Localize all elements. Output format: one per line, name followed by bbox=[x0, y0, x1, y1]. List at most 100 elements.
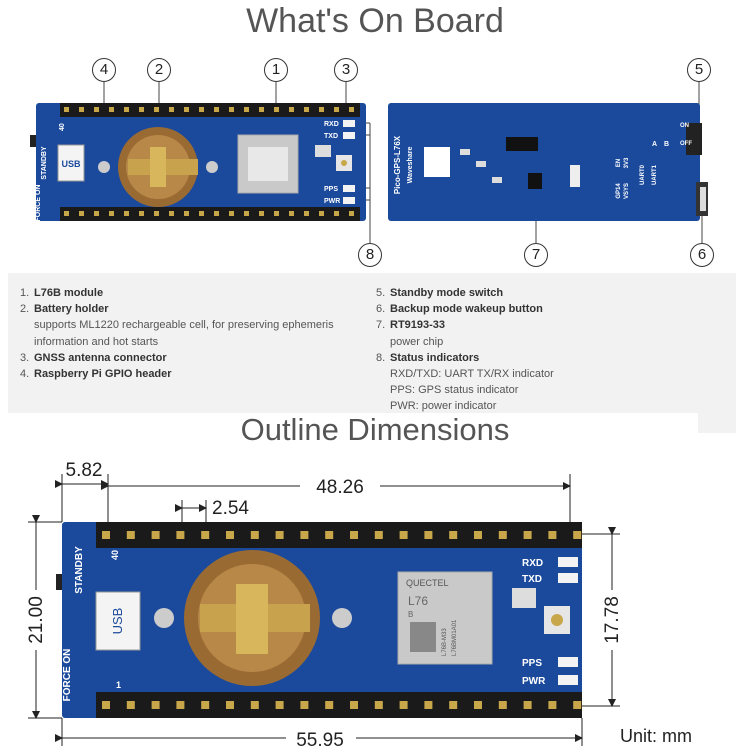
legend-item-label: Standby mode switch bbox=[390, 287, 504, 299]
legend-item-detail: supports ML1220 rechargeable cell, for p… bbox=[34, 319, 334, 332]
callout-6: 6 bbox=[690, 243, 714, 267]
header-pin bbox=[126, 701, 135, 709]
standby-silk-large: STANDBY bbox=[74, 546, 85, 594]
header-pin bbox=[300, 531, 309, 539]
header-pin bbox=[289, 211, 294, 216]
legend-item: 8.Status indicators bbox=[376, 350, 554, 366]
header-pin bbox=[350, 531, 358, 539]
header-pin bbox=[79, 211, 84, 216]
callout-3: 3 bbox=[334, 58, 358, 82]
header-pin bbox=[176, 531, 185, 539]
legend-left: 1. L76B module 2.Battery holder supports ML… bbox=[20, 285, 334, 382]
header-pin bbox=[229, 107, 234, 112]
pin40-silk-large: 40 bbox=[110, 550, 120, 560]
header-pin bbox=[474, 531, 482, 539]
legend-item-label: RT9193-33 bbox=[390, 319, 446, 332]
header-pin bbox=[201, 701, 210, 709]
header-pin bbox=[151, 701, 160, 709]
header-pin bbox=[325, 531, 334, 539]
board-name-silk: Pico-GPS-L76X bbox=[393, 135, 402, 194]
unit-label: Unit: mm bbox=[620, 726, 692, 746]
header-pin bbox=[573, 701, 582, 709]
header-pin bbox=[304, 211, 309, 216]
legend-item-number: 1. bbox=[20, 287, 30, 299]
legend-item-detail: information and hot starts bbox=[34, 335, 159, 348]
header-pin bbox=[350, 701, 358, 709]
header-pin bbox=[94, 211, 99, 216]
legend-item-label: Backup mode wakeup button bbox=[390, 303, 543, 316]
legend-item: 2.Battery holder bbox=[20, 301, 334, 317]
header-pin bbox=[349, 107, 354, 112]
header-pin bbox=[94, 107, 99, 112]
header-pin bbox=[424, 701, 433, 709]
header-pin bbox=[334, 211, 339, 216]
header-pin bbox=[126, 531, 135, 539]
header-pin bbox=[334, 107, 339, 112]
dim-48-26: 48.26 bbox=[316, 477, 364, 498]
legend-item: 1. L76B module bbox=[20, 285, 334, 301]
legend-item-label: L76B module bbox=[34, 287, 104, 299]
dim-21-00: 21.00 bbox=[26, 596, 47, 644]
callout-8: 8 bbox=[358, 243, 382, 267]
header-pin bbox=[102, 701, 110, 709]
header-pin bbox=[139, 107, 144, 112]
legend-item-detail: PWR: power indicator bbox=[390, 400, 497, 413]
module-brand: QUECTEL bbox=[406, 578, 449, 588]
callout-7: 7 bbox=[524, 243, 548, 267]
header-pin bbox=[523, 701, 532, 709]
header-pin bbox=[275, 701, 284, 709]
header-pin bbox=[259, 107, 264, 112]
legend-item: 3.GNSS antenna connector bbox=[20, 350, 334, 366]
pin40-silk: 40 bbox=[59, 123, 66, 131]
pin1-silk-large: 1 bbox=[116, 680, 121, 690]
vsys-silk: VSYS bbox=[624, 183, 630, 199]
header-pin bbox=[226, 701, 234, 709]
legend-item-number: 5. bbox=[376, 287, 386, 299]
header-pin bbox=[424, 531, 433, 539]
header-pin bbox=[64, 107, 69, 112]
header-pin bbox=[374, 531, 383, 539]
header-pin bbox=[573, 531, 582, 539]
header-pin bbox=[199, 211, 204, 216]
module-model: L76 bbox=[408, 594, 428, 608]
module-code1: L76B-M33 bbox=[442, 628, 448, 656]
header-pin bbox=[304, 107, 309, 112]
header-pin bbox=[548, 701, 557, 709]
header-pin bbox=[139, 211, 144, 216]
header-pin bbox=[374, 701, 383, 709]
header-pin bbox=[274, 107, 279, 112]
rxd-silk: RXD bbox=[324, 121, 339, 128]
header-pin bbox=[79, 107, 84, 112]
header-pin bbox=[325, 701, 334, 709]
header-pin bbox=[244, 107, 249, 112]
legend-item-label: Status indicators bbox=[390, 351, 480, 364]
header-pin bbox=[214, 211, 219, 216]
usb-label: USB bbox=[61, 159, 81, 169]
header-pin bbox=[176, 701, 185, 709]
header-pin bbox=[274, 211, 279, 216]
legend-item-number: 3. bbox=[20, 351, 30, 364]
callout-4: 4 bbox=[92, 58, 116, 82]
header-pin bbox=[154, 211, 159, 216]
header-pin bbox=[319, 107, 324, 112]
callout-2: 2 bbox=[147, 58, 171, 82]
legend-panel bbox=[8, 273, 736, 413]
header-pin bbox=[399, 531, 408, 539]
module-code2: L76BM01A01 bbox=[452, 619, 458, 656]
legend-item: 4.Raspberry Pi GPIO header bbox=[20, 366, 334, 382]
legend-item-detail: power chip bbox=[390, 335, 444, 348]
header-pin bbox=[169, 107, 174, 112]
legend-item-number: 4. bbox=[20, 368, 30, 381]
header-pin bbox=[226, 531, 234, 539]
dimension-drawing: USB STANDBY FORCE ON 40 1 QUECTEL L76 B … bbox=[26, 460, 692, 750]
header-pin bbox=[548, 531, 557, 539]
header-pin bbox=[289, 107, 294, 112]
dim-5-82: 5.82 bbox=[66, 460, 103, 481]
legend-item-detail: RXD/TXD: UART TX/RX indicator bbox=[390, 368, 554, 381]
header-pin bbox=[474, 701, 482, 709]
dim-2-54: 2.54 bbox=[212, 498, 249, 519]
section-title-dimensions: Outline Dimensions bbox=[240, 412, 510, 447]
header-pin bbox=[154, 107, 159, 112]
header-pin bbox=[498, 531, 507, 539]
